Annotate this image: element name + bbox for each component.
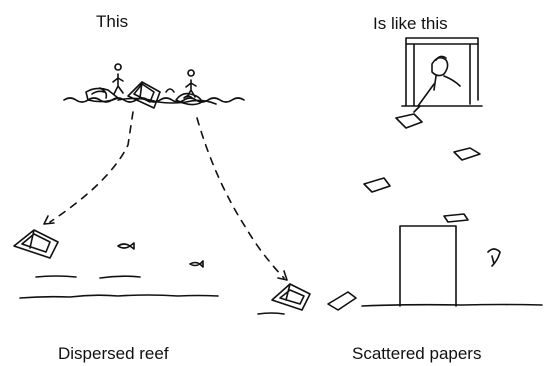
seafloor-3 bbox=[20, 295, 218, 298]
seafloor-2 bbox=[100, 276, 140, 278]
person-left bbox=[113, 64, 123, 94]
person-in-window bbox=[414, 56, 460, 112]
paper-6 bbox=[328, 292, 356, 310]
paper-1 bbox=[396, 114, 422, 128]
sunk-reef-left bbox=[14, 230, 58, 258]
barge bbox=[86, 88, 118, 101]
sunk-reef-right bbox=[272, 284, 310, 310]
arrowhead-right bbox=[278, 271, 287, 280]
fall-path-left bbox=[50, 112, 133, 222]
reef-cube-on-boat bbox=[128, 82, 160, 108]
fall-path-right bbox=[197, 118, 284, 278]
paper-5 bbox=[488, 249, 500, 266]
paper-2 bbox=[454, 148, 480, 160]
seafloor-1 bbox=[36, 276, 76, 277]
window bbox=[402, 38, 482, 106]
paper-3 bbox=[364, 178, 390, 192]
ground-line bbox=[362, 305, 542, 307]
seafloor-4 bbox=[258, 313, 284, 314]
building bbox=[400, 226, 456, 306]
paper-4 bbox=[444, 214, 468, 222]
boat-scene bbox=[64, 64, 244, 108]
fish-1 bbox=[118, 243, 134, 249]
fish-2 bbox=[190, 261, 203, 267]
